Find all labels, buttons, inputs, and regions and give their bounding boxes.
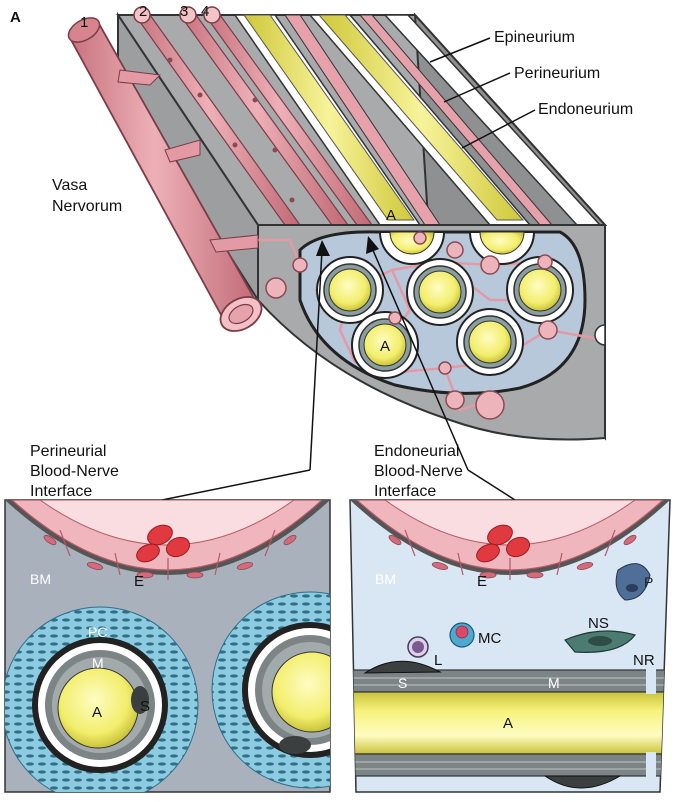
endoneurium-leader [461,109,536,149]
perineurial-line-3: Interface [30,483,92,500]
endoneurial-arrowhead [366,236,379,254]
perineurial-line-1: Perineurial [30,443,106,460]
side-notch [594,324,606,346]
c-label-bm: BM [375,571,396,587]
axon-unit-4 [351,311,419,379]
c-label-a: A [503,715,513,732]
perineurial-arrowhead [316,240,330,256]
c-label-p: P [644,574,653,590]
axon-unit-3 [506,256,574,324]
vessel-number-1: 1 [80,14,88,31]
label-epineurium: Epineurium [494,29,575,46]
c-label-l: L [434,652,442,669]
b-label-s: S [140,698,150,715]
panel-a-letter: A [10,9,21,26]
label-axon-top: A [386,207,396,224]
label-perineurium: Perineurium [514,65,600,82]
vessel-number-4: 4 [201,3,209,20]
panel-b: B [4,499,331,793]
b-label-bm: BM [30,571,51,587]
b-label-pc: PC [88,624,107,640]
panel-a: A [10,3,633,471]
perineurial-line-2: Blood-Nerve [30,463,119,480]
axon-unit-1 [316,256,384,324]
c-label-ns: NS [588,615,609,632]
axon-unit-2 [406,258,474,326]
axon-unit-5 [456,308,524,376]
label-axon-section: A [380,338,390,355]
perineurium-leader [443,72,511,103]
label-nervorum: Nervorum [52,198,122,215]
c-label-m: M [548,675,560,691]
endoneurial-line-1: Endoneurial [374,443,459,460]
b-label-a: A [92,704,102,721]
epineurium-leader [429,37,491,63]
c-label-s: S [398,675,407,691]
b-label-e: E [134,573,144,590]
vessel-number-3: 3 [180,3,188,20]
interface-labels: Perineurial Blood-Nerve Interface Endone… [30,443,516,501]
c-label-nr: NR [633,652,655,669]
label-endoneurium: Endoneurium [538,101,633,118]
panel-c: C [349,499,671,793]
axon-units [316,231,574,379]
c-label-mc: MC [478,630,501,647]
vasa-nervorum-vessel [67,17,263,332]
label-vasa: Vasa [52,177,87,194]
capillary-sections [265,231,558,420]
fascicle-stripes [233,14,602,226]
perineurial-arrow [309,249,323,471]
c-label-e: E [477,573,487,590]
b-label-m: M [92,655,104,671]
vessel-number-2: 2 [139,3,147,20]
endoneurial-arrow [371,247,469,471]
endoneurial-line-3: Interface [374,483,436,500]
endoneurial-line-2: Blood-Nerve [374,463,463,480]
